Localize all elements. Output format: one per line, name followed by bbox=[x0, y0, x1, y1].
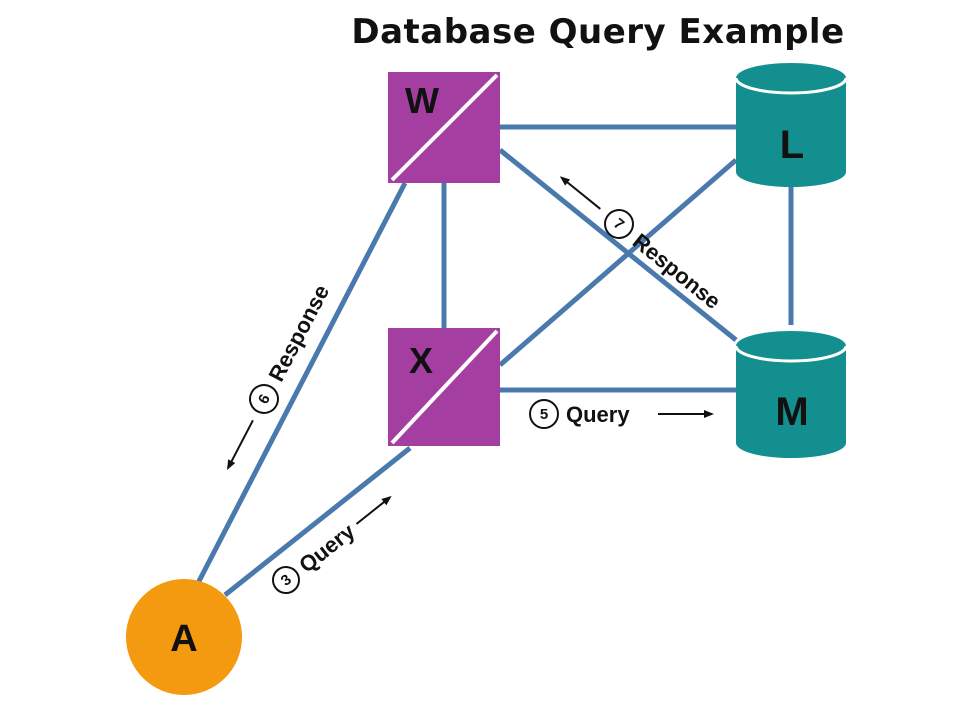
step-5-text: Query bbox=[566, 402, 630, 427]
step-3-text: Query bbox=[294, 518, 360, 578]
step-3-arrow bbox=[355, 495, 392, 525]
step-6-badge bbox=[249, 384, 279, 414]
link-a-w bbox=[194, 181, 408, 587]
router-x[interactable]: X bbox=[388, 328, 500, 446]
database-m[interactable]: M bbox=[734, 331, 848, 458]
edge-label-step-5: 5 Query bbox=[529, 399, 714, 429]
database-m-label: M bbox=[775, 390, 808, 434]
database-l[interactable]: L bbox=[734, 63, 848, 187]
database-l-label: L bbox=[780, 123, 804, 167]
router-w[interactable]: W bbox=[388, 72, 500, 183]
router-w-label: W bbox=[405, 80, 439, 121]
connection-lines bbox=[194, 124, 794, 597]
router-x-label: X bbox=[409, 340, 433, 381]
step-5-number: 5 bbox=[540, 406, 548, 423]
client-a-label: A bbox=[170, 618, 197, 660]
step-6-arrow bbox=[227, 419, 254, 470]
step-7-badge bbox=[604, 209, 634, 239]
diagram-title: Database Query Example bbox=[351, 12, 845, 52]
link-x-l bbox=[498, 158, 738, 367]
link-w-m bbox=[498, 148, 738, 342]
step-7-text: Response bbox=[628, 228, 726, 313]
edge-label-step-6: 6 Response bbox=[227, 281, 335, 470]
step-3-badge bbox=[272, 566, 300, 594]
link-a-x bbox=[223, 446, 412, 597]
step-6-text: Response bbox=[264, 281, 335, 386]
client-a[interactable]: A bbox=[126, 579, 242, 695]
step-5-badge bbox=[529, 399, 559, 429]
step-7-arrow bbox=[559, 176, 601, 210]
